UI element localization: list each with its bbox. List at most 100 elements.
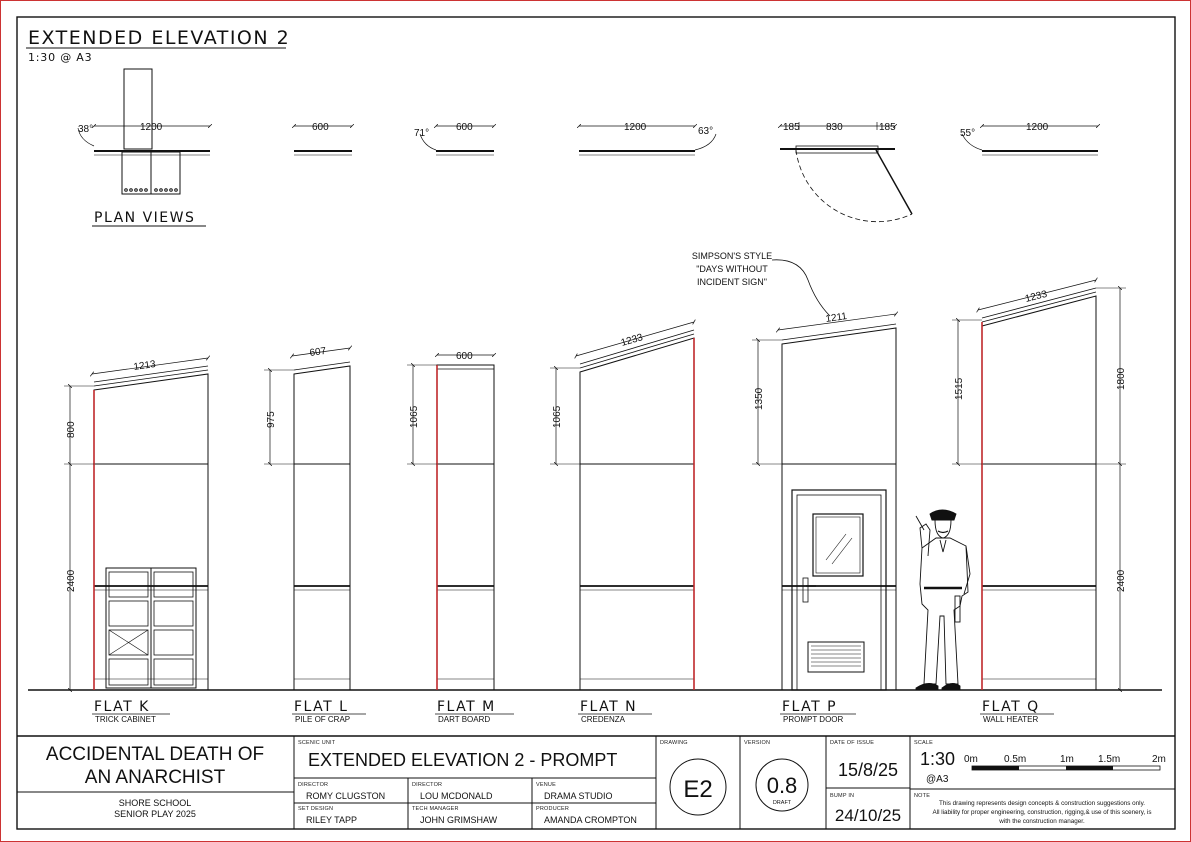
flat-k-upper-dim: 800 xyxy=(66,421,77,438)
plan-flat-q xyxy=(961,126,1098,156)
plan-k-width: 1200 xyxy=(140,122,163,133)
flat-k-elevation xyxy=(64,358,208,690)
venue-label: VENUE xyxy=(536,782,556,788)
plan-q-width: 1200 xyxy=(1026,122,1049,133)
plan-q-angle: 55° xyxy=(960,128,975,139)
flat-l-elevation xyxy=(264,348,350,691)
flat-l-name: FLAT L xyxy=(294,699,348,715)
date-of-issue: 15/8/25 xyxy=(838,760,898,780)
drawing-scale-note: 1:30 @ A3 xyxy=(28,51,92,64)
scale-tick-3: 1.5m xyxy=(1098,754,1120,765)
plan-flat-k xyxy=(77,68,210,195)
scale-bar xyxy=(971,765,1161,771)
annotation-line-2: "DAYS WITHOUT xyxy=(696,264,768,274)
version-number: 0.8 xyxy=(767,773,798,798)
flat-labels: FLAT K TRICK CABINET FLAT L PILE OF CRAP… xyxy=(92,699,1054,724)
venue-value: DRAMA STUDIO xyxy=(544,791,613,801)
plan-n-width: 1200 xyxy=(624,122,647,133)
plan-n-angle: 63° xyxy=(698,126,713,137)
flat-n-upper-dim: 1065 xyxy=(552,405,563,428)
annotation-line-1: SIMPSON'S STYLE xyxy=(692,251,772,261)
date-label: DATE OF ISSUE xyxy=(830,740,874,746)
flat-p-elevation xyxy=(752,314,896,691)
drawing-label: DRAWING xyxy=(660,740,688,746)
version-label: VERSION xyxy=(744,740,770,746)
flat-q-upper-dim: 1515 xyxy=(954,377,965,400)
flat-l-upper-dim: 975 xyxy=(266,411,277,428)
flat-p-upper-dim: 1350 xyxy=(754,387,765,410)
flat-n-sub: CREDENZA xyxy=(581,715,626,724)
plan-flat-l xyxy=(294,126,352,156)
production-title-line-2: AN ANARCHIST xyxy=(85,767,226,788)
flat-p-sub: PROMPT DOOR xyxy=(783,715,844,724)
scale-sub: @A3 xyxy=(926,774,949,785)
plan-m-width: 600 xyxy=(456,122,473,133)
drawing-number: E2 xyxy=(683,776,712,803)
plan-l-width: 600 xyxy=(312,122,329,133)
scenic-unit-value: EXTENDED ELEVATION 2 - PROMPT xyxy=(308,750,617,770)
plan-p-left: 185 xyxy=(783,122,800,133)
note-line-2: All liability for proper engineering, co… xyxy=(933,809,1152,816)
director2-value: LOU MCDONALD xyxy=(420,791,493,801)
scale-tick-1: 0.5m xyxy=(1004,754,1026,765)
set-design-value: RILEY TAPP xyxy=(306,815,357,825)
annotation-line-3: INCIDENT SIGN" xyxy=(697,277,767,287)
note-line-3: with the construction manager. xyxy=(998,818,1085,825)
flat-p-top-dim: 1211 xyxy=(825,311,848,325)
producer-label: PRODUCER xyxy=(536,806,569,812)
note-label: NOTE xyxy=(914,793,930,799)
plan-p-right: 185 xyxy=(879,122,896,133)
flat-q-name: FLAT Q xyxy=(982,699,1040,715)
plan-p-mid: 830 xyxy=(826,122,843,133)
flat-q-elevation xyxy=(952,280,1126,690)
school-line-1: SHORE SCHOOL xyxy=(119,798,192,808)
drawing-header: EXTENDED ELEVATION 2 1:30 @ A3 xyxy=(26,27,290,64)
flat-q-right-upper-dim: 1800 xyxy=(1116,367,1127,390)
drawing-title: EXTENDED ELEVATION 2 xyxy=(28,27,290,49)
flat-k-sub: TRICK CABINET xyxy=(95,715,156,724)
title-block: ACCIDENTAL DEATH OF AN ANARCHIST SHORE S… xyxy=(17,735,1175,829)
inner-frame xyxy=(16,16,1176,830)
school-line-2: SENIOR PLAY 2025 xyxy=(114,809,196,819)
version-status: DRAFT xyxy=(773,800,792,806)
scale-label: SCALE xyxy=(914,740,933,746)
plan-flat-p xyxy=(780,122,913,223)
flat-k-name: FLAT K xyxy=(94,699,150,715)
scale-tick-4: 2m xyxy=(1152,754,1166,765)
director2-label: DIRECTOR xyxy=(412,782,442,788)
plan-views-label: PLAN VIEWS xyxy=(94,210,195,226)
elevation-dimensions: 1213 800 2400 607 975 600 1065 1233 1065… xyxy=(66,289,1127,592)
director1-label: DIRECTOR xyxy=(298,782,328,788)
note-line-1: This drawing represents design concepts … xyxy=(939,800,1145,807)
flat-n-elevation xyxy=(550,322,694,691)
flat-k-lower-dim: 2400 xyxy=(66,569,77,592)
flat-q-sub: WALL HEATER xyxy=(983,715,1038,724)
sign-annotation: SIMPSON'S STYLE "DAYS WITHOUT INCIDENT S… xyxy=(692,251,831,317)
flat-m-name: FLAT M xyxy=(437,699,496,715)
plan-flat-n xyxy=(579,126,717,156)
plan-views: 1200 38° 600 600 71° 1200 63° xyxy=(77,68,1098,223)
flat-q-top-dim: 1233 xyxy=(1024,289,1049,305)
flat-m-elevation xyxy=(407,355,494,691)
producer-value: AMANDA CROMPTON xyxy=(544,815,637,825)
bump-in-label: BUMP IN xyxy=(830,793,854,799)
flat-l-sub: PILE OF CRAP xyxy=(295,715,350,724)
tech-manager-label: TECH MANAGER xyxy=(412,806,459,812)
flat-l-top-dim: 607 xyxy=(309,346,327,359)
set-design-label: SET DESIGN xyxy=(298,806,333,812)
production-title-line-1: ACCIDENTAL DEATH OF xyxy=(46,744,264,765)
plan-m-angle: 71° xyxy=(414,128,429,139)
flat-m-upper-dim: 1065 xyxy=(409,405,420,428)
flat-m-top-dim: 600 xyxy=(456,351,473,362)
bump-in-date: 24/10/25 xyxy=(835,806,901,825)
scale-tick-2: 1m xyxy=(1060,754,1074,765)
scenic-unit-label: SCENIC UNIT xyxy=(298,740,336,746)
flat-n-name: FLAT N xyxy=(580,699,637,715)
plan-flat-m xyxy=(419,126,494,156)
flat-k-top-dim: 1213 xyxy=(133,359,157,373)
flat-m-sub: DART BOARD xyxy=(438,715,490,724)
plan-k-angle: 38° xyxy=(78,124,93,135)
scale-tick-0: 0m xyxy=(964,754,978,765)
flat-p-name: FLAT P xyxy=(782,699,837,715)
